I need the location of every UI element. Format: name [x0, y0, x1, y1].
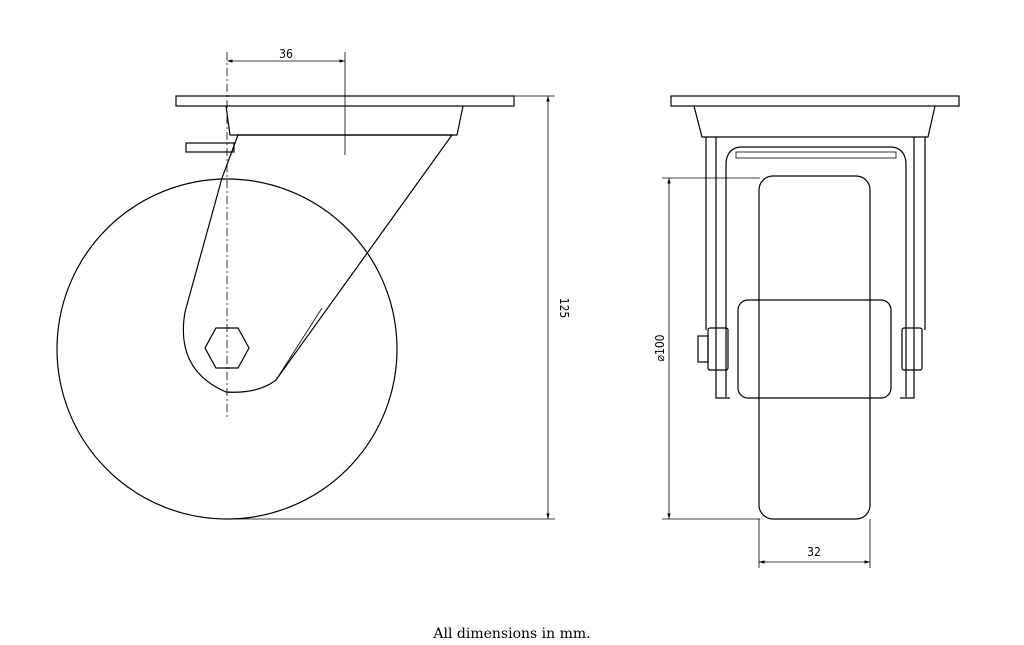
front-fork-bridge — [735, 151, 897, 159]
front-fork-outer — [705, 137, 926, 330]
dim-offset-label: 36 — [279, 47, 293, 61]
front-wheel-tread — [758, 175, 871, 520]
front-axle-nut-left — [707, 327, 729, 371]
side-brake-tab — [185, 142, 235, 153]
front-wheel-hub — [737, 299, 892, 399]
front-fork-legs — [715, 137, 915, 399]
front-axle-bolt-head — [697, 335, 709, 363]
side-axle-nut — [204, 327, 250, 369]
side-fork-arm — [182, 134, 454, 393]
side-swivel-housing — [225, 105, 464, 136]
dim-height-label: 125 — [557, 298, 571, 319]
front-top-plate — [670, 95, 960, 107]
front-fork-inner — [725, 146, 907, 397]
side-fork-edge — [275, 307, 323, 381]
dim-width-label: 32 — [807, 545, 821, 559]
front-swivel-housing — [693, 105, 936, 138]
dim-diameter-label: ⌀100 — [653, 334, 667, 361]
front-view: ⌀100 32 — [653, 95, 960, 568]
front-axle-nut-right — [901, 327, 923, 371]
footnote: All dimensions in mm. — [433, 626, 591, 642]
side-view: 36 125 — [56, 47, 571, 520]
